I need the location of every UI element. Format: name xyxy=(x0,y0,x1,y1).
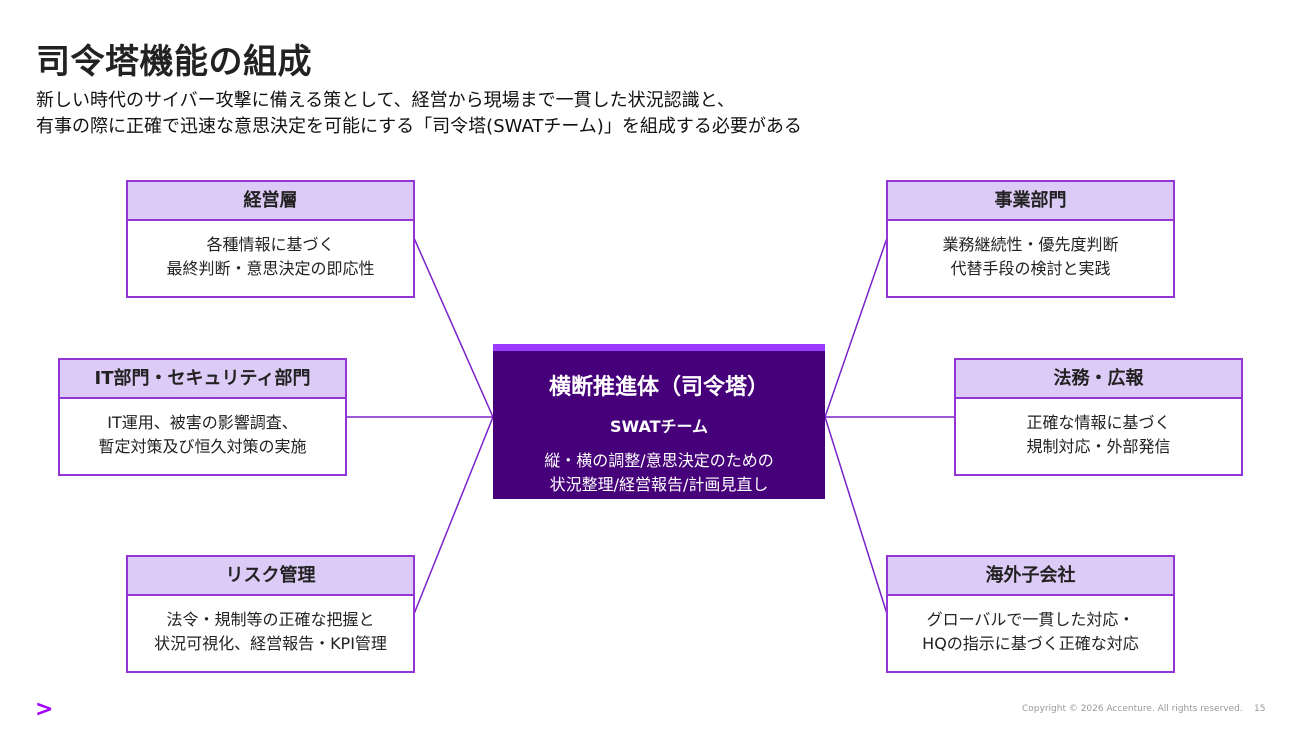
management-line-1: 各種情報に基づく xyxy=(206,235,335,254)
business-title: 事業部門 xyxy=(888,182,1173,221)
business-body: 業務継続性・優先度判断 代替手段の検討と実践 xyxy=(888,221,1173,281)
it-security-body: IT運用、被害の影響調査、 暫定対策及び恒久対策の実施 xyxy=(60,399,345,459)
it-security-title: IT部門・セキュリティ部門 xyxy=(60,360,345,399)
it-security-line-2: 暫定対策及び恒久対策の実施 xyxy=(98,437,307,456)
legal-pr-line-2: 規制対応・外部発信 xyxy=(1026,437,1171,456)
connector-subsidiaries xyxy=(824,416,888,615)
slide-subtitle: 新しい時代のサイバー攻撃に備える策として、経営から現場まで一貫した状況認識と、 … xyxy=(36,88,802,140)
subtitle-line-2: 有事の際に正確で迅速な意思決定を可能にする「司令塔(SWATチーム)」を組成する… xyxy=(36,116,802,137)
legal-pr-title: 法務・広報 xyxy=(956,360,1241,399)
subsidiaries-title: 海外子会社 xyxy=(888,557,1173,596)
accenture-logo-icon: > xyxy=(35,697,54,722)
business-line-2: 代替手段の検討と実践 xyxy=(950,259,1111,278)
connector-risk xyxy=(413,416,494,615)
subsidiaries-line-1: グローバルで一貫した対応・ xyxy=(926,610,1135,629)
subsidiaries-line-2: HQの指示に基づく正確な対応 xyxy=(922,634,1139,653)
connector-management xyxy=(413,237,494,418)
command-center-line-2: 状況整理/経営報告/計画見直し xyxy=(549,475,769,494)
risk-title: リスク管理 xyxy=(128,557,413,596)
management-box: 経営層 各種情報に基づく 最終判断・意思決定の即応性 xyxy=(126,180,415,298)
management-line-2: 最終判断・意思決定の即応性 xyxy=(166,259,375,278)
page-number: 15 xyxy=(1254,704,1266,714)
it-security-line-1: IT運用、被害の影響調査、 xyxy=(107,413,298,432)
copyright-text: Copyright © 2026 Accenture. All rights r… xyxy=(1022,704,1243,714)
risk-body: 法令・規制等の正確な把握と 状況可視化、経営報告・KPI管理 xyxy=(128,596,413,656)
business-box: 事業部門 業務継続性・優先度判断 代替手段の検討と実践 xyxy=(886,180,1175,298)
legal-pr-line-1: 正確な情報に基づく xyxy=(1026,413,1171,432)
slide-title: 司令塔機能の組成 xyxy=(36,42,312,82)
connector-business xyxy=(824,237,888,418)
subtitle-line-1: 新しい時代のサイバー攻撃に備える策として、経営から現場まで一貫した状況認識と、 xyxy=(36,90,735,111)
command-center-box: 横断推進体（司令塔） SWATチーム 縦・横の調整/意思決定のための 状況整理/… xyxy=(493,344,825,499)
command-center-line-1: 縦・横の調整/意思決定のための xyxy=(544,451,774,470)
command-center-title: 横断推進体（司令塔） xyxy=(548,375,769,400)
command-center-body: 縦・横の調整/意思決定のための 状況整理/経営報告/計画見直し xyxy=(493,449,825,497)
risk-line-1: 法令・規制等の正確な把握と xyxy=(166,610,375,629)
business-line-1: 業務継続性・優先度判断 xyxy=(942,235,1119,254)
it-security-box: IT部門・セキュリティ部門 IT運用、被害の影響調査、 暫定対策及び恒久対策の実… xyxy=(58,358,347,476)
legal-pr-body: 正確な情報に基づく 規制対応・外部発信 xyxy=(956,399,1241,459)
management-title: 経営層 xyxy=(128,182,413,221)
subsidiaries-box: 海外子会社 グローバルで一貫した対応・ HQの指示に基づく正確な対応 xyxy=(886,555,1175,673)
subsidiaries-body: グローバルで一貫した対応・ HQの指示に基づく正確な対応 xyxy=(888,596,1173,656)
management-body: 各種情報に基づく 最終判断・意思決定の即応性 xyxy=(128,221,413,281)
legal-pr-box: 法務・広報 正確な情報に基づく 規制対応・外部発信 xyxy=(954,358,1243,476)
command-center-subtitle: SWATチーム xyxy=(609,417,709,436)
risk-line-2: 状況可視化、経営報告・KPI管理 xyxy=(154,634,387,653)
risk-box: リスク管理 法令・規制等の正確な把握と 状況可視化、経営報告・KPI管理 xyxy=(126,555,415,673)
